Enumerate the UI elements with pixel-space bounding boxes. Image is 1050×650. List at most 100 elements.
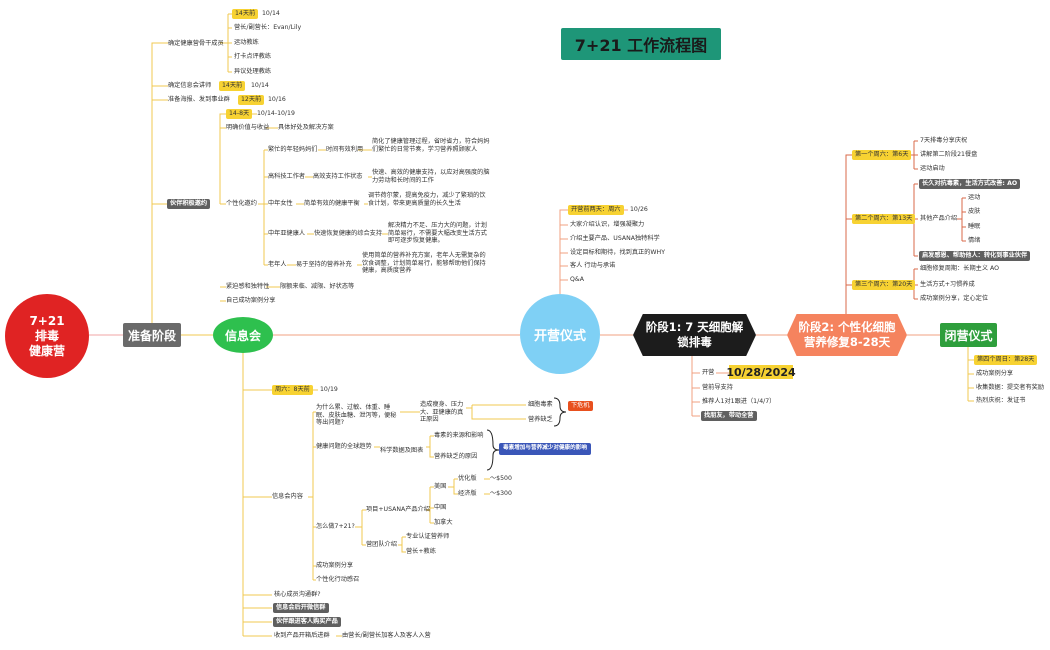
- week1-item: 讲解第二阶段21餐盘: [920, 151, 978, 158]
- group-name: 高科技工作者: [268, 173, 306, 180]
- tail-item: 收到产品开箱后进群: [274, 632, 330, 639]
- region-name: 美国: [434, 483, 447, 490]
- phase2-node: 阶段2: 个性化细胞营养修复8-28天: [787, 314, 907, 356]
- page-title-text: 7+21 工作流程图: [574, 36, 708, 55]
- product-item: 情绪: [968, 237, 981, 244]
- why-question: 为什么累、过敏、体重、睡眠、皮肤血糖、泄泻等，便秘等出问题?: [316, 404, 397, 427]
- week1-item: 运动启动: [920, 165, 945, 172]
- root-line: 健康营: [28, 343, 65, 358]
- closing-when: 第四个周日：第28天: [974, 355, 1038, 365]
- plan-name: 优化版: [458, 475, 477, 482]
- closing-item: 收集数据：提交者有奖励: [976, 384, 1045, 391]
- phase1-line: 阶段1: 7 天细胞解: [645, 320, 744, 334]
- week3-item: 生活方式+习惯养成: [920, 281, 975, 288]
- team-member: 运动教练: [234, 39, 259, 46]
- group-need: 高效支持工作状态: [313, 173, 363, 180]
- phase1-item: 找朋友，带动全营: [701, 411, 757, 421]
- phase2-line: 营养修复8-28天: [803, 335, 891, 349]
- group-desc: 调节荷尔蒙，提高免疫力，减少了繁琐的饮食计划，带来更高质量的长久生活: [368, 192, 486, 207]
- phase2-line: 阶段2: 个性化细胞: [798, 320, 896, 334]
- phase1-item: 营前导支持: [702, 384, 733, 391]
- content-label: 信息会内容: [272, 493, 303, 500]
- phase1-line: 锁排毒: [677, 335, 712, 349]
- week1-label: 第一个周六：第6天: [852, 150, 912, 160]
- crisis-tag: 下危机: [568, 401, 593, 411]
- opening-item: 介绍主要产品、USANA独特科学: [570, 235, 660, 242]
- opening-when: 开营前两天：周六: [568, 205, 624, 215]
- phase1-node: 阶段1: 7 天细胞解锁排毒: [633, 314, 756, 356]
- personal-label: 个性化邀约: [226, 200, 257, 207]
- region-name: 中国: [434, 504, 447, 511]
- tail-item: 信息会后开微信群: [273, 603, 329, 613]
- prep-stage-node: 准备阶段: [123, 323, 181, 347]
- group-need: 快速恢复健康的综合支持: [314, 230, 383, 237]
- value-detail: 具体好处及解决方案: [278, 124, 334, 131]
- poster-when: 12天前: [238, 95, 265, 105]
- trend-note: 毒素增加与营养减少对健康的影响: [499, 443, 591, 455]
- week3-label: 第三个周六：第20天: [852, 280, 916, 290]
- trend-item: 毒素的来源和影响: [434, 432, 484, 439]
- opening-item: 设定目标和期待，找到真正的WHY: [570, 249, 665, 256]
- group-name: 繁忙的年轻妈妈们: [268, 146, 318, 153]
- why-answer: 造成瘦身、压力大、亚健康的真正原因: [420, 401, 464, 424]
- group-name: 中年女性: [268, 200, 293, 207]
- phase1-start: 开营: [702, 369, 715, 376]
- region-name: 加拿大: [434, 519, 453, 526]
- cases-label: 成功案例分享: [316, 562, 354, 569]
- closing-item: 成功案例分享: [976, 370, 1014, 377]
- info-session-node: 信息会: [213, 317, 273, 353]
- poster-date: 10/16: [268, 96, 286, 103]
- group-desc: 简化了健康管理过程，省时省力，符合妈妈们繁忙的日常节奏，学习营养照顾家人: [372, 138, 490, 153]
- team-intro-label: 营团队介绍: [366, 541, 397, 548]
- closing-item: 热烈庆祝：发证书: [976, 397, 1026, 404]
- week2-tail: 启发感恩、帮助他人：转化到事业伙伴: [919, 251, 1031, 261]
- start-date: 10/28/2024: [726, 365, 796, 379]
- week1-item: 7天排毒分享庆祝: [920, 137, 968, 144]
- root-line: 排毒: [34, 328, 59, 343]
- info-when: 周六：8天前: [272, 385, 313, 395]
- product-item: 睡眠: [968, 223, 981, 230]
- week3-item: 成功案例分享，定心定位: [920, 295, 989, 302]
- group-name: 中年亚健康人: [268, 230, 306, 237]
- tail-item: 伙伴跟进客人购买产品: [273, 617, 341, 627]
- how-label: 怎么做7+21?: [316, 523, 355, 530]
- group-need: 易于坚持的营养补充: [296, 261, 352, 268]
- root-line: 7+21: [29, 313, 65, 328]
- plan-price: ～$300: [490, 490, 512, 497]
- urgency-label: 紧迫感和独特性: [226, 283, 270, 290]
- product-item: 皮肤: [968, 208, 981, 215]
- team-intro-item: 专业认证营养师: [406, 533, 450, 540]
- product-item: 运动: [968, 194, 981, 201]
- group-name: 老年人: [268, 261, 287, 268]
- group-need: 简单有效的健康平衡: [304, 200, 360, 207]
- plan-name: 经济版: [458, 490, 477, 497]
- speaker-when: 14天前: [219, 81, 246, 91]
- poster-label: 准备海报、发到事业群: [168, 96, 230, 103]
- speaker-date: 10/14: [251, 82, 269, 89]
- tail-detail: 由营长/副营长加客人及客人入营: [342, 632, 431, 639]
- trend-sub: 科学数据及图表: [380, 447, 424, 454]
- team-when: 14天前: [232, 9, 259, 19]
- closing-ceremony-node: 闭营仪式: [940, 323, 997, 347]
- team-member: 异议处理教练: [234, 68, 272, 75]
- phase1-item: 推荐人1对1跟进（1/4/7）: [702, 398, 776, 405]
- team-member: 打卡点评教练: [234, 53, 272, 60]
- plan-price: ～$500: [490, 475, 512, 482]
- speaker-label: 确定信息会讲师: [168, 82, 212, 89]
- self-share: 自己成功案例分享: [226, 297, 276, 304]
- week2-label: 第二个周六：第13天: [852, 214, 916, 224]
- cause-item: 营养缺乏: [528, 416, 553, 423]
- group-need: 时间有效利用: [326, 146, 364, 153]
- week2-head: 长久对抗毒素，生活方式改善: AO: [919, 179, 1021, 189]
- cause-item: 细胞毒素: [528, 401, 553, 408]
- trend-label: 健康问题的全球趋势: [316, 443, 372, 450]
- page-title: 7+21 工作流程图: [561, 28, 721, 60]
- team-date: 10/14: [262, 10, 280, 17]
- opening-item: 客人 行动与承诺: [570, 262, 616, 269]
- urgency-detail: 限额来临、减限、好状态等: [280, 283, 355, 290]
- info-date: 10/19: [320, 386, 338, 393]
- invite-label: 伙伴积极邀约: [167, 199, 211, 209]
- project-label: 项目+USANA产品介绍: [366, 506, 430, 513]
- root-node: 7+21 排毒 健康营: [5, 294, 89, 378]
